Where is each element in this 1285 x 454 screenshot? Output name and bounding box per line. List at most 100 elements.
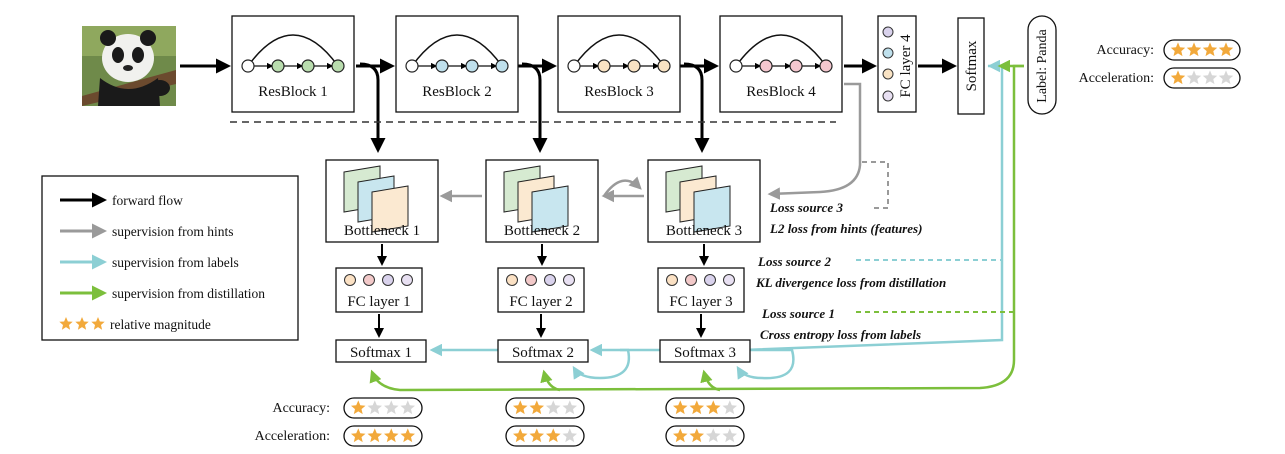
accuracy-rating-3	[665, 397, 745, 419]
legend-label: supervision from hints	[112, 224, 234, 239]
loss-source-title: Loss source 1	[761, 306, 835, 321]
top-metrics: Accuracy: Acceleration:	[1079, 39, 1241, 89]
skip-connection	[247, 34, 339, 67]
bottleneck-label: Bottleneck 1	[344, 223, 420, 239]
top-accuracy-rating-pill	[1163, 39, 1241, 61]
star-icon	[673, 400, 688, 415]
legend-item: relative magnitude	[59, 317, 211, 332]
softmax-label: Softmax 1	[350, 345, 412, 361]
feature-map	[531, 185, 569, 233]
label-panda-text: Label: Panda	[1035, 28, 1050, 102]
acceleration-rating-2	[505, 425, 585, 447]
skip-connection	[411, 34, 503, 67]
resblock-2: ResBlock 2	[395, 15, 519, 113]
resblock-node	[657, 59, 671, 73]
fc-node	[704, 274, 716, 286]
resblock-node	[729, 59, 743, 73]
fc-node	[525, 274, 537, 286]
fc-node	[723, 274, 735, 286]
star-icon	[722, 428, 737, 443]
distillation-supervision	[369, 59, 1024, 392]
top-accuracy-label: Accuracy:	[1096, 43, 1154, 58]
resblock-node	[819, 59, 833, 73]
fc-node	[363, 274, 375, 286]
legend-item: forward flow	[60, 192, 183, 208]
resblock-node	[301, 59, 315, 73]
accuracy-rating-1-pill	[343, 397, 423, 419]
star-icon	[689, 428, 704, 443]
resblock-3: ResBlock 3	[557, 15, 681, 113]
hint-supervision	[439, 82, 862, 203]
fc-layer-4: FC layer 4	[877, 15, 917, 113]
feature-map	[371, 185, 409, 233]
star-icon	[384, 400, 399, 415]
star-icon	[513, 428, 528, 443]
star-icon	[1170, 42, 1186, 57]
star-icon	[562, 428, 577, 443]
top-acceleration-rating-pill	[1163, 67, 1241, 89]
loss-source-title: Loss source 3	[769, 200, 843, 215]
fc-node	[685, 274, 697, 286]
star-icon	[1170, 70, 1186, 85]
resblock-node	[241, 59, 255, 73]
acceleration-rating-3-pill	[665, 425, 745, 447]
star-icon	[706, 428, 721, 443]
star-icon	[706, 400, 721, 415]
legend-item: supervision from distillation	[60, 285, 265, 301]
acceleration-rating-1	[343, 425, 423, 447]
resblock-node	[331, 59, 345, 73]
star-icon	[351, 428, 366, 443]
loss-sources: Loss source 3 L2 loss from hints (feature…	[755, 200, 946, 342]
acceleration-rating-1-pill	[343, 425, 423, 447]
star-icon	[1186, 42, 1202, 57]
bottom-acceleration-label: Acceleration:	[255, 429, 330, 444]
star-icon	[1218, 42, 1234, 57]
legend-label: supervision from labels	[112, 255, 239, 270]
resblock-node	[435, 59, 449, 73]
top-acceleration-rating	[1163, 67, 1241, 89]
star-icon	[1218, 70, 1234, 85]
resblock-node	[405, 59, 419, 73]
fc-layer-label: FC layer 3	[669, 294, 732, 310]
legend-item: supervision from labels	[60, 254, 239, 270]
loss-source-title: Loss source 2	[757, 254, 831, 269]
star-icon	[513, 400, 528, 415]
softmax-top: Softmax	[957, 17, 985, 115]
star-icon	[673, 428, 688, 443]
fc-layer-label: FC layer 2	[509, 294, 572, 310]
star-icon	[546, 400, 561, 415]
loss-source-desc: L2 loss from hints (features)	[769, 221, 922, 236]
fc-node	[563, 274, 575, 286]
resblock-label: ResBlock 4	[746, 84, 816, 100]
fc-node	[344, 274, 356, 286]
softmax-label: Softmax 3	[674, 345, 736, 361]
bottom-metrics: Accuracy: Acceleration:	[255, 397, 745, 447]
softmax-box	[659, 339, 751, 363]
star-icon	[59, 317, 73, 330]
star-icon	[1202, 42, 1218, 57]
softmax-top-label: Softmax	[964, 40, 980, 91]
star-icon	[562, 400, 577, 415]
star-icon	[384, 428, 399, 443]
fc-layer-4-label: FC layer 4	[898, 34, 914, 98]
star-icon	[529, 400, 544, 415]
label-supervision	[429, 59, 1004, 380]
accuracy-rating-3-pill	[665, 397, 745, 419]
star-icon	[400, 428, 415, 443]
fc-node	[382, 274, 394, 286]
legend: forward flow supervision from hints superv…	[41, 175, 299, 341]
resblock-label: ResBlock 2	[422, 84, 492, 100]
star-icon	[75, 317, 89, 330]
resblock-node	[759, 59, 773, 73]
star-icon	[1186, 70, 1202, 85]
star-icon	[722, 400, 737, 415]
bottleneck-label: Bottleneck 3	[666, 223, 742, 239]
forward-flow-top	[180, 58, 957, 153]
star-icon	[1202, 70, 1218, 85]
feature-map	[693, 185, 731, 233]
star-icon	[689, 400, 704, 415]
